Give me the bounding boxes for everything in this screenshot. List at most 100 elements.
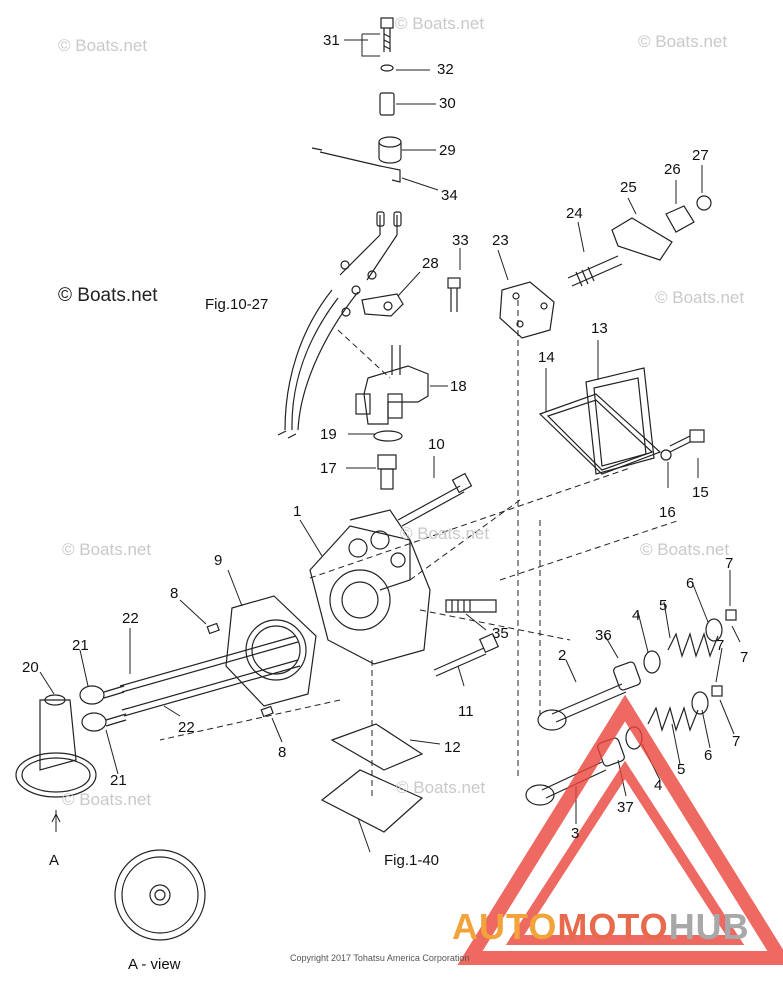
callout-13: 13 — [591, 320, 608, 337]
wire-harness — [284, 289, 359, 431]
callout-14: 14 — [538, 349, 555, 366]
washer-32 — [380, 64, 394, 72]
watermark: © Boats.net — [655, 288, 745, 307]
callout-3: 3 — [571, 825, 580, 842]
tappet-21a — [79, 685, 125, 705]
callout-26: 26 — [664, 161, 681, 178]
callout-32: 32 — [437, 61, 454, 78]
callout-19: 19 — [320, 426, 337, 443]
seal-36 — [613, 661, 641, 691]
spring-5a — [667, 632, 719, 658]
a-view-label: A - view — [128, 956, 181, 973]
brand-hub: HUB — [668, 906, 750, 947]
callout-7-d: 7 — [732, 733, 741, 750]
watermark: © Boats.net — [640, 540, 730, 559]
watermark: © Boats.net — [58, 36, 148, 55]
pushrod-22a — [119, 635, 299, 693]
sensor-17 — [377, 454, 397, 490]
callout-17: 17 — [320, 460, 337, 477]
callout-12: 12 — [444, 739, 461, 756]
bolt-33 — [447, 277, 461, 312]
callout-28: 28 — [422, 255, 439, 272]
callout-22-bottom: 22 — [178, 719, 195, 736]
pin-8-top — [206, 622, 220, 635]
callout-27: 27 — [692, 147, 709, 164]
pushrod-22b — [121, 659, 301, 717]
callout-21-top: 21 — [72, 637, 89, 654]
linkage-28 — [339, 211, 404, 317]
callout-1: 1 — [293, 503, 302, 520]
view-arrow-label-a: A — [49, 852, 60, 869]
nut-27 — [696, 195, 712, 211]
callout-7-c: 7 — [716, 637, 725, 654]
callout-18: 18 — [450, 378, 467, 395]
bracket-29 — [311, 136, 402, 183]
retainer-6a — [705, 618, 723, 642]
callout-6-bottom: 6 — [704, 747, 713, 764]
callout-10: 10 — [428, 436, 445, 453]
fitting-26 — [665, 205, 695, 233]
washer-16 — [660, 449, 672, 461]
callout-16: 16 — [659, 504, 676, 521]
bolt-31 — [380, 17, 394, 52]
retainer-6b — [691, 691, 709, 715]
callout-34: 34 — [441, 187, 458, 204]
head-gasket-9 — [225, 595, 317, 707]
bolt-15 — [669, 429, 705, 453]
camshaft-20 — [15, 694, 97, 798]
keeper-7a — [725, 609, 737, 621]
plate-12 — [330, 723, 424, 771]
stud-24 — [567, 255, 623, 287]
watermark: © Boats.net — [62, 540, 152, 559]
a-view — [114, 849, 206, 941]
fig-ref-10-27[interactable]: Fig.10-27 — [205, 296, 269, 313]
callout-7-a: 7 — [725, 555, 734, 572]
gasket-14 — [538, 393, 662, 475]
brand-auto: AUTO — [452, 906, 558, 947]
watermark: © Boats.net — [638, 32, 728, 51]
brand-moto: MOTO — [557, 906, 669, 947]
plate-25 — [611, 217, 673, 261]
gear-19 — [373, 430, 403, 442]
callout-7-b: 7 — [740, 649, 749, 666]
component-18 — [355, 345, 429, 425]
watermark: © Boats.net — [62, 790, 152, 809]
valve-2 — [537, 683, 627, 731]
callout-29: 29 — [439, 142, 456, 159]
callout-31: 31 — [323, 32, 340, 49]
callout-20: 20 — [22, 659, 39, 676]
seat-4a — [643, 650, 661, 674]
callout-15: 15 — [692, 484, 709, 501]
brand-text: AUTOMOTOHUB — [452, 906, 750, 948]
callout-33: 33 — [452, 232, 469, 249]
callout-30: 30 — [439, 95, 456, 112]
cylinder-head-1 — [309, 509, 431, 665]
watermark: © Boats.net — [396, 778, 486, 797]
spring-5b — [647, 706, 699, 732]
callout-36: 36 — [595, 627, 612, 644]
callout-9: 9 — [214, 552, 223, 569]
callout-8-top: 8 — [170, 585, 179, 602]
callout-37: 37 — [617, 799, 634, 816]
callout-11: 11 — [458, 703, 474, 720]
callout-25: 25 — [620, 179, 637, 196]
callout-4-top: 4 — [632, 607, 641, 624]
watermark: © Boats.net — [395, 14, 485, 33]
callout-8-bottom: 8 — [278, 744, 287, 761]
bolt-11 — [433, 632, 500, 677]
fig-ref-1-40[interactable]: Fig.1-40 — [384, 852, 440, 869]
sleeve-30 — [379, 92, 395, 116]
automotohub-logo — [457, 694, 783, 965]
callout-24: 24 — [566, 205, 583, 222]
gasket-fig-1-40 — [320, 769, 424, 833]
tappet-21b — [81, 712, 127, 732]
cover-13 — [585, 367, 655, 475]
spark-plug-35 — [445, 599, 497, 613]
watermark: © Boats.net — [400, 524, 490, 543]
callout-4-bottom: 4 — [654, 777, 663, 794]
gasket-23 — [499, 281, 555, 339]
callout-5-top: 5 — [659, 597, 668, 614]
callout-22-top: 22 — [122, 610, 139, 627]
bolt-10 — [397, 472, 473, 527]
